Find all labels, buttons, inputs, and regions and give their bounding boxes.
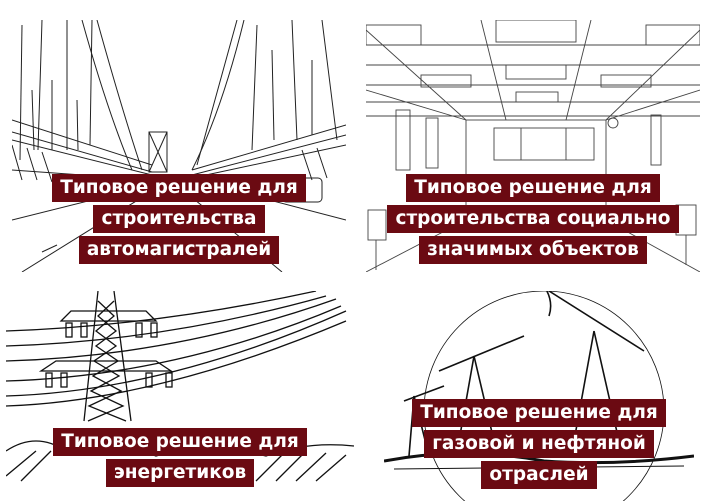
card-label: Типовое решение для строительства автома… bbox=[12, 172, 346, 265]
label-line-3: отраслей bbox=[481, 461, 597, 489]
label-line-3: значимых объектов bbox=[419, 236, 647, 264]
label-line-1: Типовое решение для bbox=[406, 174, 660, 202]
card-social-objects-solution[interactable]: Типовое решение для строительства социал… bbox=[366, 20, 700, 272]
label-line-1: Типовое решение для bbox=[412, 399, 666, 427]
classroom-illustration bbox=[366, 20, 700, 272]
label-line-1: Типовое решение для bbox=[52, 174, 306, 202]
label-line-2: энергетиков bbox=[105, 459, 255, 487]
label-line-3: автомагистралей bbox=[78, 236, 280, 264]
label-line-2: газовой и нефтяной bbox=[424, 430, 654, 458]
card-energy-solution[interactable]: Типовое решение для энергетиков bbox=[6, 291, 354, 501]
card-label: Типовое решение для строительства социал… bbox=[366, 172, 700, 265]
label-line-1: Типовое решение для bbox=[53, 428, 307, 456]
label-line-2: строительства социально bbox=[387, 205, 679, 233]
card-label: Типовое решение для энергетиков bbox=[6, 426, 354, 488]
card-oil-gas-solution[interactable]: Типовое решение для газовой и нефтяной о… bbox=[384, 291, 694, 501]
card-highways-solution[interactable]: Типовое решение для строительства автома… bbox=[12, 20, 346, 272]
label-line-2: строительства bbox=[93, 205, 265, 233]
card-label: Типовое решение для газовой и нефтяной о… bbox=[384, 397, 694, 490]
